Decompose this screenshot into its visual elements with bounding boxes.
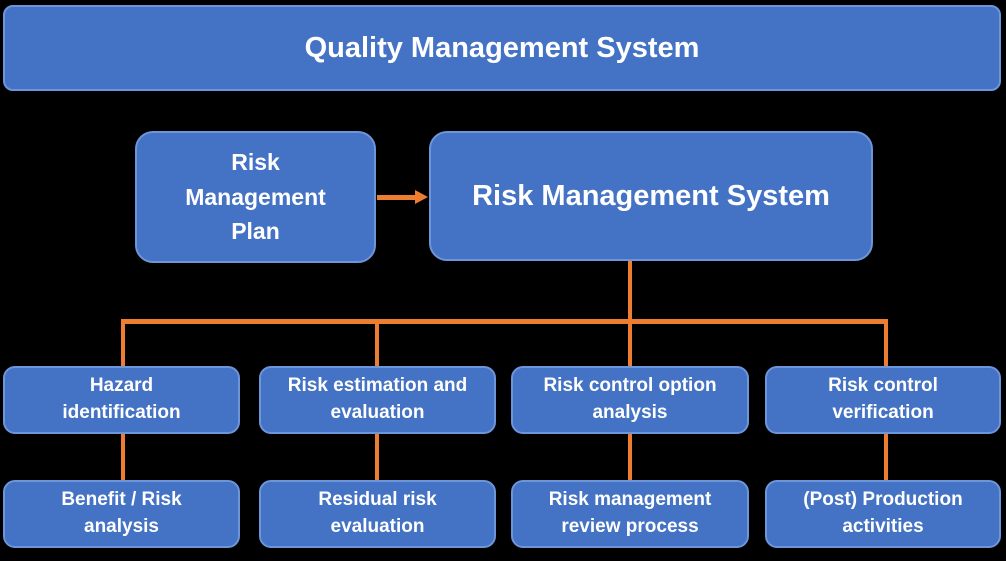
node-residual-risk-evaluation: Residual risk evaluation [259,480,496,548]
node-label: Quality Management System [304,31,700,64]
node-risk-control-option-analysis: Risk control option analysis [511,366,749,434]
connector-link-col1 [121,434,125,480]
connector-drop-col2 [375,321,379,366]
node-label: (Post) Production activities [803,489,963,537]
connector-drop-col1 [121,321,125,366]
node-quality-management-system: Quality Management System [3,5,1001,91]
node-label: Hazard identification [62,375,181,423]
node-risk-control-verification: Risk control verification [765,366,1001,434]
connector-system-center-drop [628,261,632,366]
node-label: Risk Management Plan [185,149,326,245]
connector-horizontal-rail [121,319,888,324]
connector-link-col2 [375,434,379,480]
node-label: Residual risk evaluation [318,489,437,537]
node-risk-estimation-and-evaluation: Risk estimation and evaluation [259,366,496,434]
node-label: Risk control verification [828,375,938,423]
connector-plan-to-system [377,195,417,200]
node-risk-management-review-process: Risk management review process [511,480,749,548]
connector-drop-col4 [884,321,888,366]
node-label: Risk estimation and evaluation [287,375,468,423]
arrow-right-icon [415,190,428,204]
node-label: Risk control option analysis [543,375,717,423]
node-hazard-identification: Hazard identification [3,366,240,434]
node-label: Risk management review process [548,489,712,537]
node-risk-management-system: Risk Management System [429,131,873,261]
connector-link-col4 [884,434,888,480]
node-label: Benefit / Risk analysis [61,489,182,537]
node-label: Risk Management System [472,179,830,212]
connector-link-col3 [628,434,632,480]
node-benefit-risk-analysis: Benefit / Risk analysis [3,480,240,548]
node-risk-management-plan: Risk Management Plan [135,131,376,263]
node-post-production-activities: (Post) Production activities [765,480,1001,548]
